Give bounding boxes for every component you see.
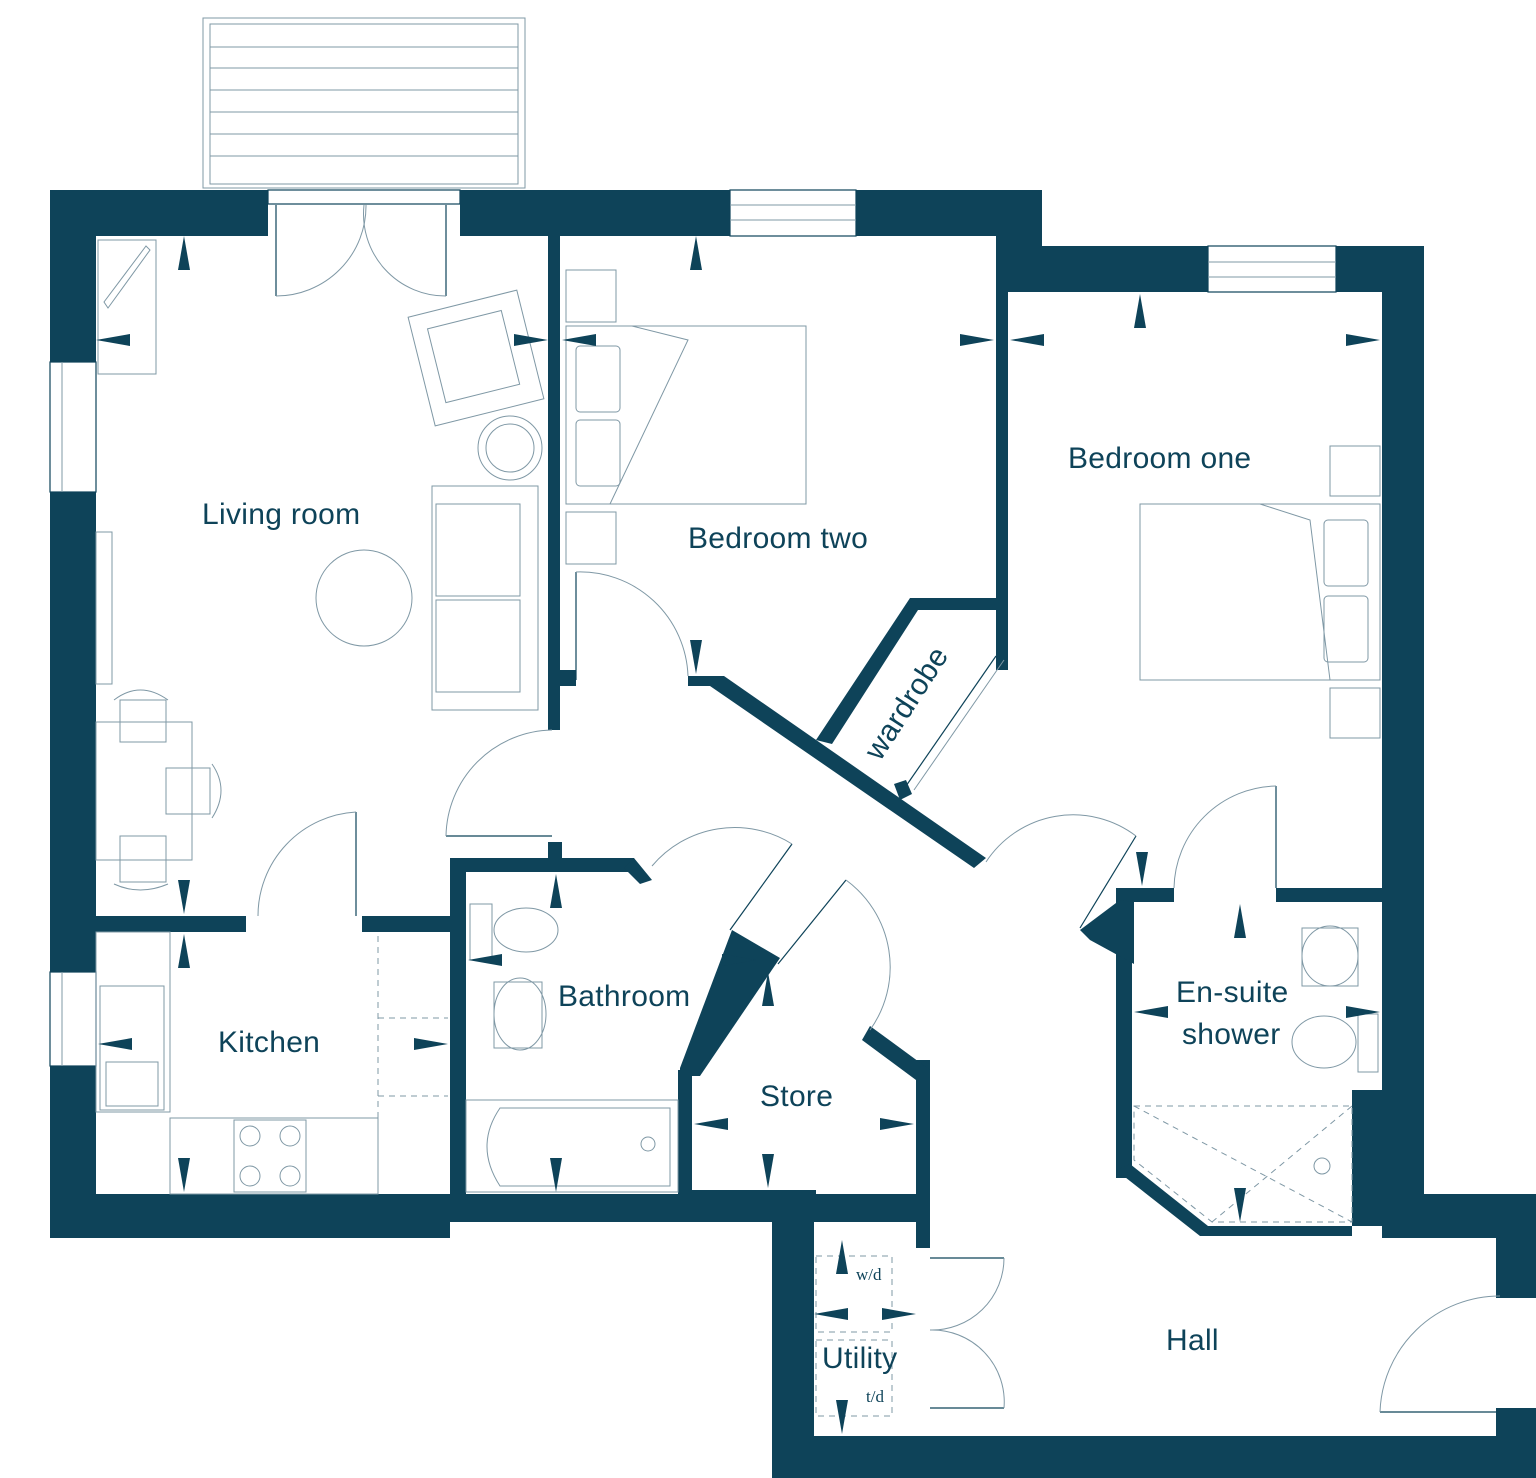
dimension-arrow-icon xyxy=(1234,1188,1246,1222)
dimension-arrow-icon xyxy=(468,954,502,966)
hob-icon xyxy=(233,1119,307,1193)
diagonal-walls xyxy=(624,598,1352,1236)
label-kitchen: Kitchen xyxy=(218,1026,320,1059)
dimension-arrow-icon xyxy=(178,934,190,968)
dimension-arrow-icon xyxy=(882,1308,916,1320)
dimension-arrow-icon xyxy=(514,334,548,346)
windows xyxy=(49,189,1337,1067)
door-swings xyxy=(257,204,1501,1413)
dining-table xyxy=(95,721,193,861)
dimension-arrow-icon xyxy=(836,1240,848,1274)
label-ensuite-line1: En-suite xyxy=(1176,976,1288,1009)
dimension-arrow-icon xyxy=(562,334,596,346)
walls xyxy=(50,190,1536,1478)
label-bedroom-two: Bedroom two xyxy=(688,522,868,555)
dimension-arrow-icon xyxy=(1346,1006,1380,1018)
dimension-arrow-icon xyxy=(762,1154,774,1188)
dimension-arrow-icon xyxy=(550,874,562,908)
dimension-arrow-icon xyxy=(1234,904,1246,938)
dimension-arrow-icon xyxy=(178,1158,190,1192)
dimension-arrow-icon xyxy=(1010,334,1044,346)
worktop xyxy=(95,931,171,1113)
dimension-arrow-icon xyxy=(690,236,702,270)
label-living-room: Living room xyxy=(202,498,360,531)
dimension-arrow-icon xyxy=(178,880,190,914)
dimension-arrows xyxy=(96,236,1380,1434)
dimension-arrow-icon xyxy=(1346,334,1380,346)
dimension-arrow-icon xyxy=(1136,852,1148,886)
label-store: Store xyxy=(760,1080,833,1113)
dimension-arrow-icon xyxy=(1134,294,1146,328)
dimension-arrow-icon xyxy=(880,1118,914,1130)
label-washer-dryer: w/d xyxy=(856,1265,882,1284)
dimension-arrow-icon xyxy=(178,236,190,270)
dimension-arrow-icon xyxy=(98,1038,132,1050)
dimension-arrow-icon xyxy=(960,334,994,346)
dimension-arrow-icon xyxy=(550,1158,562,1192)
basin-icon xyxy=(1301,925,1359,987)
dimension-arrow-icon xyxy=(814,1308,848,1320)
sink-icon xyxy=(99,985,165,1111)
armchair xyxy=(407,289,545,427)
dimension-arrow-icon xyxy=(762,972,774,1006)
coffee-table xyxy=(315,549,413,647)
dimension-arrow-icon xyxy=(836,1400,848,1434)
dimension-arrow-icon xyxy=(722,954,756,966)
dimension-arrow-icon xyxy=(1134,1006,1168,1018)
dimension-arrow-icon xyxy=(414,1038,448,1050)
furniture xyxy=(95,239,1381,1417)
dimension-arrow-icon xyxy=(690,640,702,674)
label-bedroom-one: Bedroom one xyxy=(1068,442,1251,475)
dimension-arrow-icon xyxy=(694,1118,728,1130)
label-ensuite-line2: shower xyxy=(1182,1018,1281,1051)
desk xyxy=(97,239,157,375)
bath-icon xyxy=(465,1099,679,1193)
bed-icon xyxy=(1139,503,1381,681)
label-utility: Utility xyxy=(822,1342,897,1375)
label-bathroom: Bathroom xyxy=(558,980,690,1013)
toilet-icon xyxy=(1291,1013,1379,1073)
balcony xyxy=(202,17,526,189)
sofa-icon xyxy=(431,485,539,711)
toilet-icon xyxy=(469,903,559,961)
label-hall: Hall xyxy=(1166,1324,1219,1357)
basin-icon xyxy=(493,977,547,1051)
dimension-arrow-icon xyxy=(96,334,130,346)
shower-tray-icon xyxy=(1133,1105,1353,1223)
bed-icon xyxy=(565,325,807,505)
label-tumble-dryer: t/d xyxy=(866,1387,884,1406)
